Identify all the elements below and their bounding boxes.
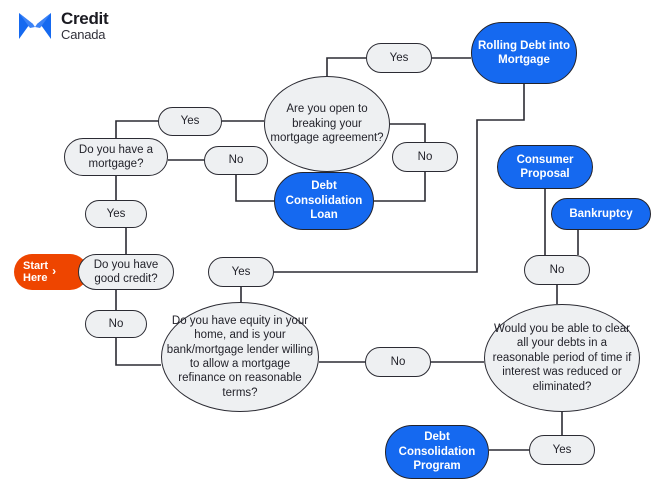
start-here-line2: Here (23, 272, 48, 284)
node-answer-no-has-mortgage[interactable]: No (204, 146, 268, 175)
node-answer-yes-clear-debts[interactable]: Yes (529, 435, 595, 465)
node-answer-no-equity[interactable]: No (365, 347, 431, 377)
edge-no3-dcl (374, 172, 426, 202)
brand-name-top: Credit (61, 9, 109, 28)
node-answer-no-good-credit[interactable]: No (85, 310, 147, 338)
edge-breakq-yes3 (326, 57, 366, 76)
node-outcome-consumer-proposal[interactable]: Consumer Proposal (497, 145, 593, 189)
node-answer-no-clear-debts[interactable]: No (524, 255, 590, 285)
edge-no2-dcl (235, 175, 274, 202)
node-outcome-bankruptcy[interactable]: Bankruptcy (551, 198, 651, 230)
start-here-badge: Start Here › (14, 254, 88, 290)
node-outcome-rolling-debt-into-mortgage[interactable]: Rolling Debt into Mortgage (471, 22, 577, 84)
brand-logo: Credit Canada (18, 9, 109, 42)
node-question-good-credit[interactable]: Do you have good credit? (78, 254, 174, 290)
node-answer-yes-equity-path[interactable]: Yes (208, 257, 274, 287)
start-here-line1: Start (23, 259, 49, 272)
brand-name-sub: Canada (61, 27, 106, 42)
node-answer-yes-good-credit[interactable]: Yes (85, 200, 147, 228)
edge-mortgage-yes2 (115, 120, 158, 138)
edge-breakq-no3 (390, 123, 426, 142)
edge-rolling-yes4 (274, 84, 525, 273)
brand-name: Credit Canada (61, 9, 109, 42)
node-question-break-mortgage[interactable]: Are you open to breaking your mortgage a… (264, 76, 390, 172)
edge-no1-equity (115, 338, 161, 366)
node-question-home-equity-refinance[interactable]: Do you have equity in your home, and is … (161, 302, 319, 412)
node-outcome-debt-consolidation-program[interactable]: Debt Consolidation Program (385, 425, 489, 479)
node-question-clear-debts[interactable]: Would you be able to clear all your debt… (484, 304, 640, 412)
node-answer-no-break-mortgage[interactable]: No (392, 142, 458, 172)
chevron-right-icon: › (52, 264, 57, 279)
node-answer-yes-has-mortgage[interactable]: Yes (158, 107, 222, 136)
node-question-has-mortgage[interactable]: Do you have a mortgage? (64, 138, 168, 176)
start-here-label: Start Here (23, 260, 48, 284)
node-answer-yes-break-mortgage[interactable]: Yes (366, 43, 432, 73)
node-outcome-debt-consolidation-loan[interactable]: Debt Consolidation Loan (274, 172, 374, 230)
butterfly-logo-icon (19, 12, 51, 39)
